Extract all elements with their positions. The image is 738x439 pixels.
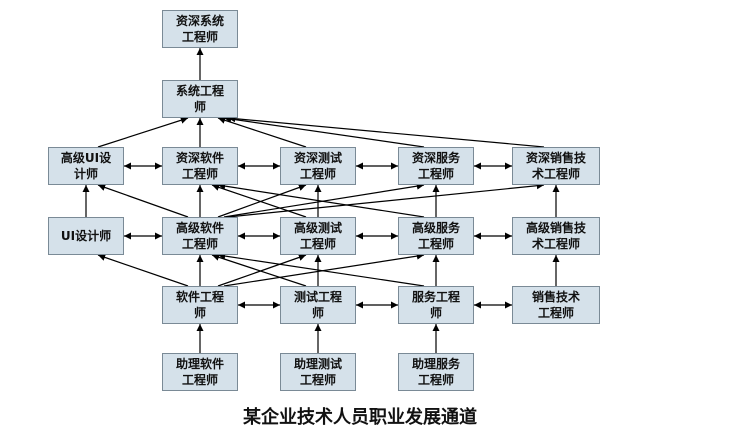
node-principal-service-engineer: 资深服务 工程师	[398, 147, 474, 185]
node-principal-test-engineer: 资深测试 工程师	[280, 147, 356, 185]
node-assistant-software-engineer: 助理软件 工程师	[162, 353, 238, 391]
node-assistant-test-engineer: 助理测试 工程师	[280, 353, 356, 391]
connector-gjrj-zscs	[217, 184, 307, 218]
node-principal-sales-tech-engineer: 资深销售技 术工程师	[512, 147, 600, 185]
node-senior-test-engineer: 高级测试 工程师	[280, 217, 356, 255]
node-test-engineer: 测试工程 师	[280, 286, 356, 324]
node-software-engineer: 软件工程 师	[162, 286, 238, 324]
diagram-caption: 某企业技术人员职业发展通道	[243, 407, 477, 428]
node-principal-software-engineer: 资深软件 工程师	[162, 147, 238, 185]
node-senior-sales-tech-engineer: 高级销售技 术工程师	[512, 217, 600, 255]
node-service-engineer: 服务工程 师	[398, 286, 474, 324]
connector-fw-gjrj	[217, 252, 425, 287]
connector-zsfw-xt	[223, 115, 425, 148]
node-systems-engineer: 系统工程 师	[162, 80, 238, 118]
connector-gui-xt	[97, 116, 189, 148]
node-ui-designer: UI设计师	[48, 217, 124, 255]
connector-zsxs-xt	[227, 115, 545, 148]
connector-rj-gjcs	[217, 253, 307, 287]
node-senior-ui-designer: 高级UI设 计师	[48, 147, 124, 185]
connector-rj-ui	[97, 253, 189, 287]
node-sales-tech-engineer: 销售技术 工程师	[512, 286, 600, 324]
node-senior-software-engineer: 高级软件 工程师	[162, 217, 238, 255]
connector-gjrj-gui	[97, 184, 189, 218]
connector-cs-gjrj	[211, 253, 307, 287]
connector-gjrj-zsxs	[227, 182, 545, 218]
node-senior-service-engineer: 高级服务 工程师	[398, 217, 474, 255]
node-assistant-service-engineer: 助理服务 工程师	[398, 353, 474, 391]
connector-zscs-xt	[217, 116, 307, 148]
connector-gjfw-zsrj	[217, 182, 425, 218]
node-senior-systems-engineer: 资深系统 工程师	[162, 10, 238, 48]
connector-gjcs-zsrj	[211, 183, 307, 218]
